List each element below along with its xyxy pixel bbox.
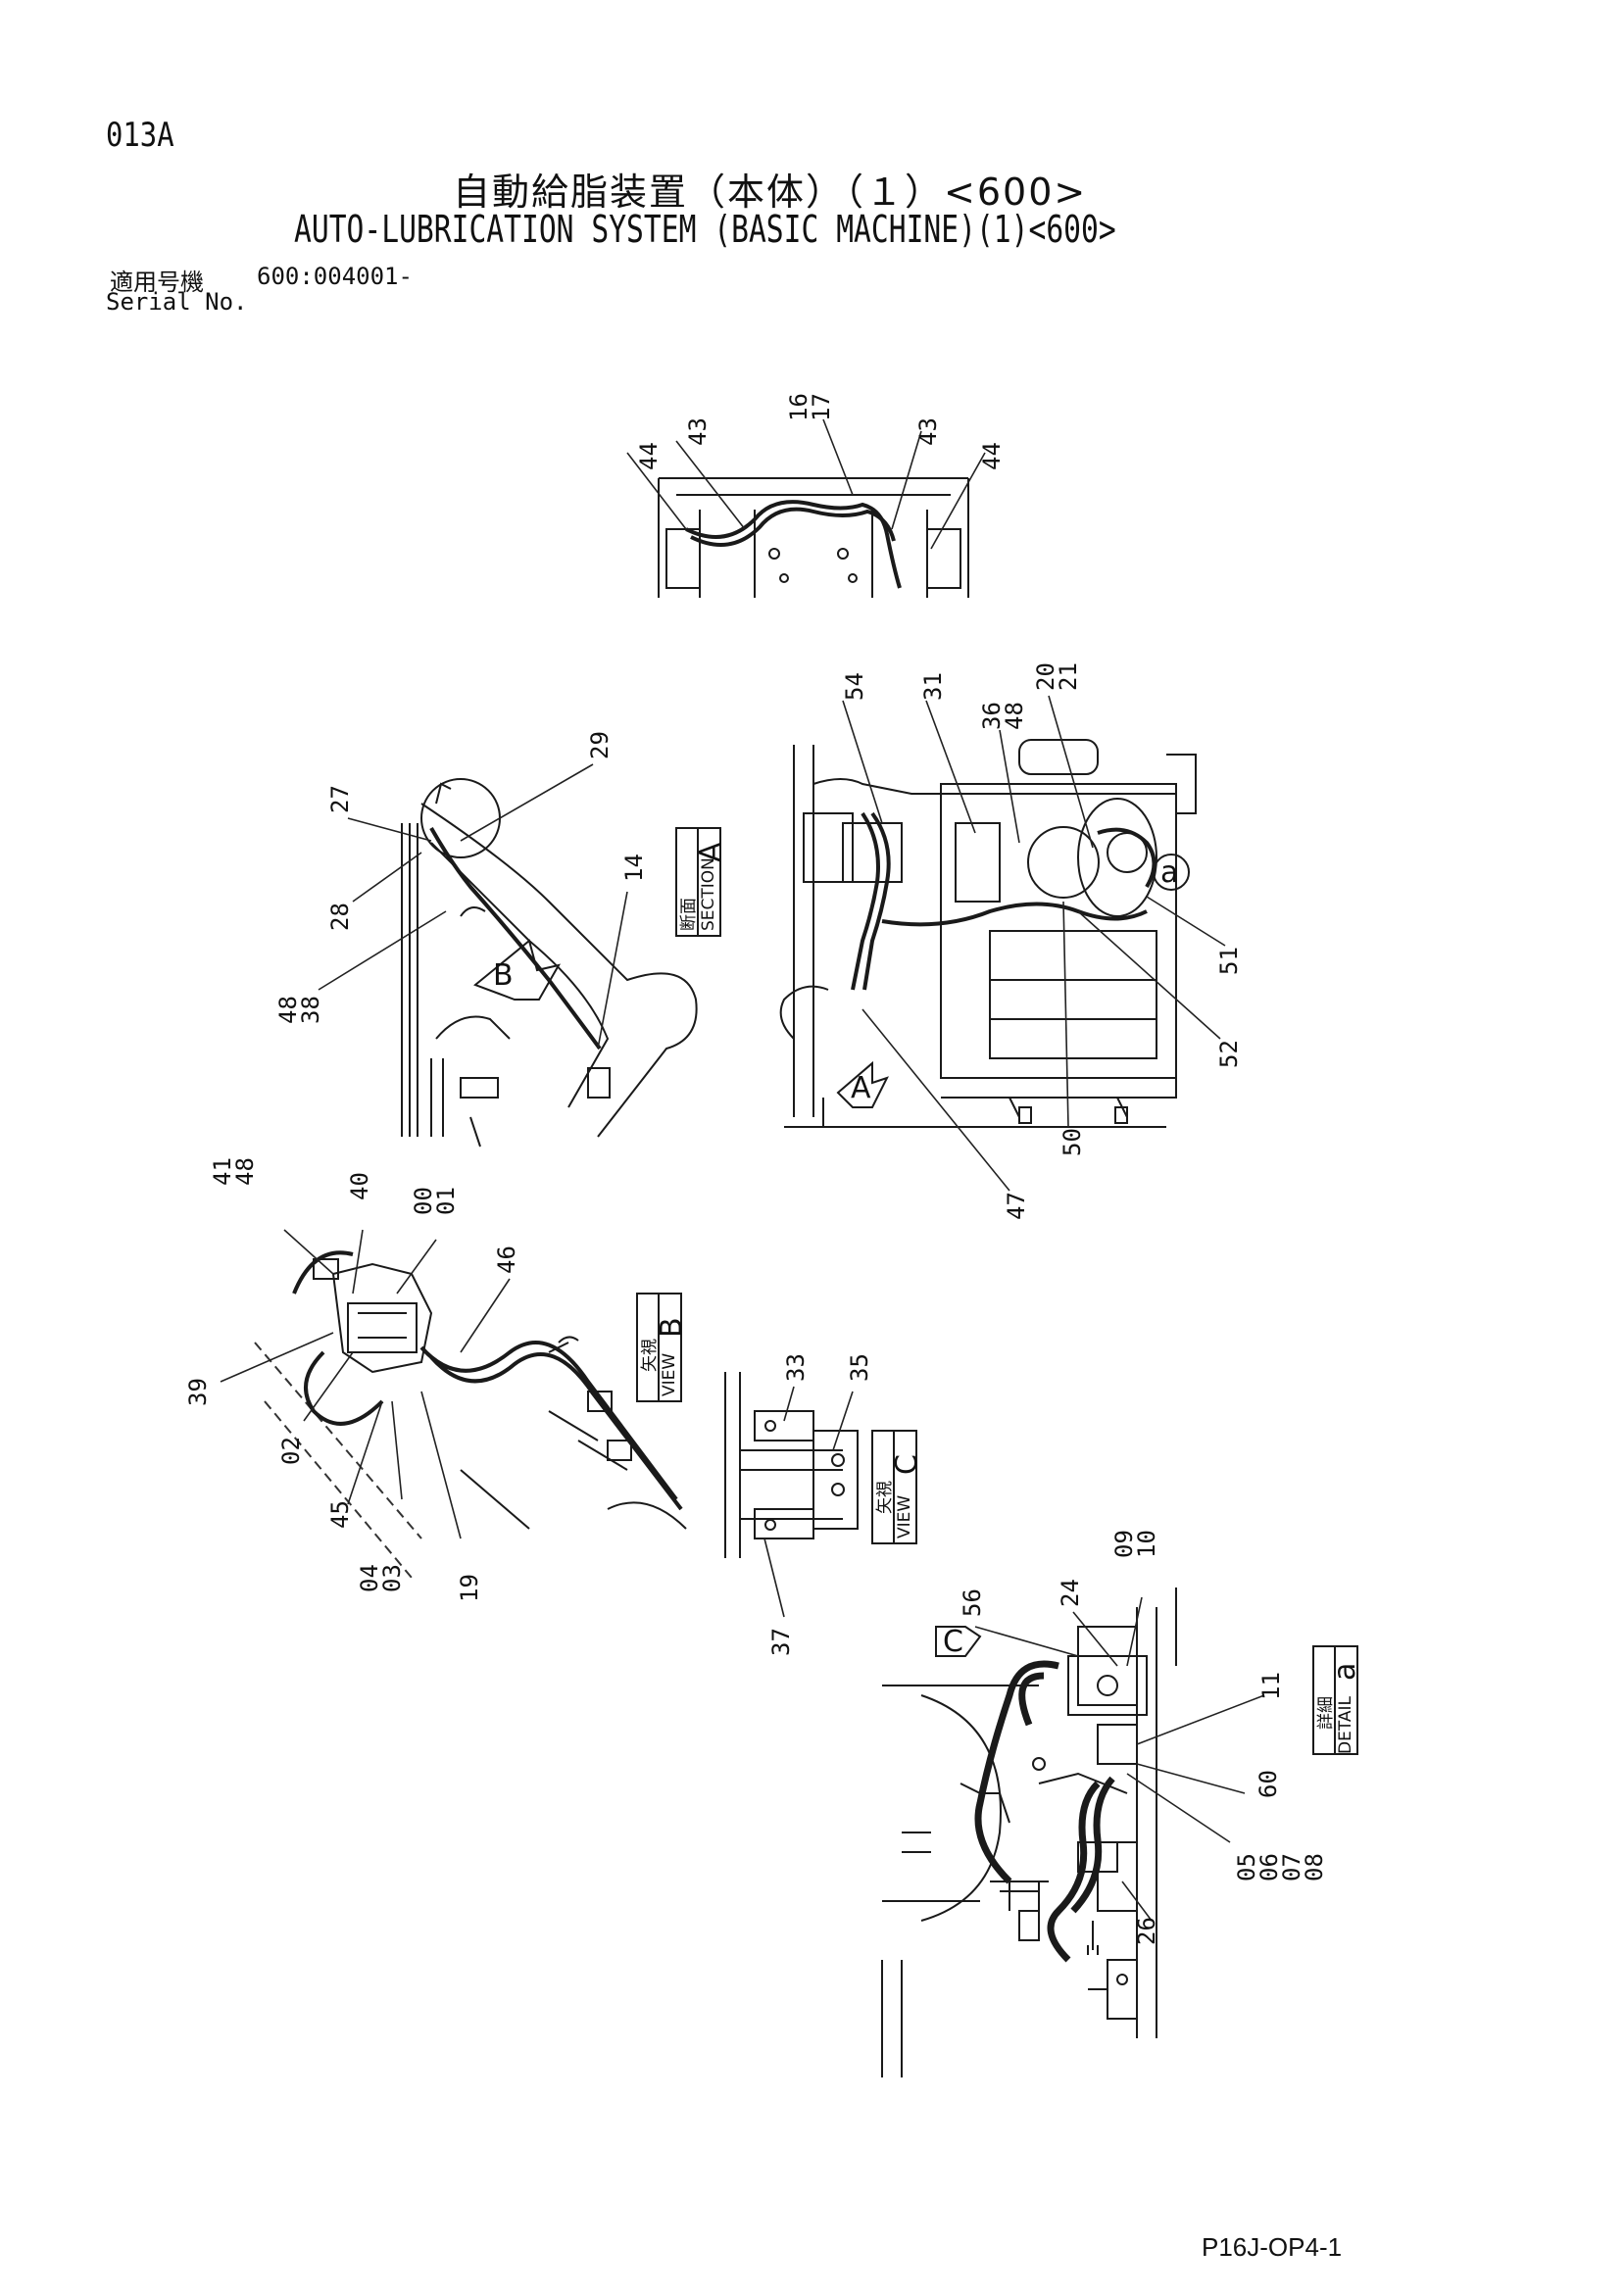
svg-text:断面: 断面 bbox=[679, 898, 699, 931]
callout-38: 38 bbox=[297, 996, 324, 1024]
detail-a-drawing bbox=[881, 1588, 1177, 2077]
view-c-leaders bbox=[763, 1386, 854, 1618]
svg-text:矢視: 矢視 bbox=[640, 1339, 660, 1372]
callout-56: 56 bbox=[959, 1588, 986, 1617]
callout-29: 29 bbox=[586, 731, 614, 759]
callout-48-section: 48 bbox=[274, 996, 302, 1024]
svg-text:矢視: 矢視 bbox=[875, 1481, 895, 1514]
callout-01: 01 bbox=[432, 1187, 460, 1215]
callout-47: 47 bbox=[1003, 1192, 1030, 1220]
page-reference: P16J-OP4-1 bbox=[1202, 2232, 1343, 2262]
callout-48-viewb: 48 bbox=[231, 1157, 259, 1186]
callout-10: 10 bbox=[1133, 1530, 1160, 1558]
top-view-drawing bbox=[658, 477, 969, 598]
callout-45: 45 bbox=[326, 1500, 354, 1529]
view-c-label: 矢視 VIEW C bbox=[871, 1430, 924, 1544]
callout-39: 39 bbox=[184, 1378, 212, 1406]
svg-text:A: A bbox=[851, 1071, 871, 1105]
view-b-drawing bbox=[254, 1250, 687, 1579]
detail-a-label: 詳細 DETAIL a bbox=[1312, 1645, 1362, 1755]
callout-28: 28 bbox=[326, 903, 354, 931]
callout-33: 33 bbox=[782, 1353, 810, 1382]
callout-00: 00 bbox=[410, 1187, 437, 1215]
callout-17: 17 bbox=[808, 393, 835, 421]
view-b-leaders bbox=[220, 1229, 511, 1539]
callout-36: 36 bbox=[978, 702, 1006, 730]
callout-50: 50 bbox=[1058, 1128, 1086, 1156]
callout-19: 19 bbox=[456, 1574, 483, 1602]
view-c-drawing bbox=[724, 1372, 859, 1558]
callout-35: 35 bbox=[846, 1353, 873, 1382]
callout-04: 04 bbox=[356, 1564, 383, 1592]
arrow-a-marker: A bbox=[836, 1060, 889, 1108]
callout-54: 54 bbox=[841, 672, 868, 701]
callout-08: 08 bbox=[1301, 1853, 1328, 1881]
section-a-drawing bbox=[401, 778, 698, 1148]
title-japanese: 自動給脂装置（本体）（１）<600> bbox=[453, 171, 1088, 214]
main-view-leaders bbox=[842, 695, 1226, 1192]
svg-text:C: C bbox=[890, 1454, 924, 1475]
top-view-leaders bbox=[626, 418, 986, 550]
svg-text:a: a bbox=[1328, 1663, 1362, 1681]
svg-text:B: B bbox=[493, 958, 514, 993]
callout-43: 43 bbox=[684, 417, 712, 446]
section-a-leaders bbox=[318, 763, 628, 1050]
callout-14: 14 bbox=[620, 854, 648, 882]
detail-circle-marker: a bbox=[1153, 854, 1190, 891]
callout-43b: 43 bbox=[914, 417, 942, 446]
svg-text:A: A bbox=[694, 842, 728, 862]
callout-44b: 44 bbox=[978, 442, 1006, 470]
callout-37: 37 bbox=[767, 1628, 795, 1656]
arrow-b-marker: B bbox=[473, 939, 561, 1001]
svg-text:C: C bbox=[943, 1625, 963, 1659]
callout-31: 31 bbox=[919, 672, 947, 701]
main-view-drawing bbox=[779, 739, 1197, 1128]
svg-text:詳細: 詳細 bbox=[1316, 1696, 1336, 1730]
callout-09: 09 bbox=[1110, 1530, 1138, 1558]
callout-03: 03 bbox=[378, 1564, 406, 1592]
callout-40: 40 bbox=[346, 1172, 373, 1200]
callout-44: 44 bbox=[635, 442, 663, 470]
callout-41: 41 bbox=[209, 1157, 236, 1186]
section-a-label: 断面 SECTION A bbox=[675, 827, 728, 937]
callout-16: 16 bbox=[785, 393, 812, 421]
arrow-c-marker: C bbox=[935, 1625, 982, 1659]
title-english: AUTO-LUBRICATION SYSTEM (BASIC MACHINE)(… bbox=[294, 208, 1116, 251]
svg-text:SECTION: SECTION bbox=[699, 857, 718, 931]
callout-26: 26 bbox=[1133, 1917, 1160, 1945]
svg-text:DETAIL: DETAIL bbox=[1336, 1695, 1355, 1754]
callout-60: 60 bbox=[1255, 1770, 1282, 1798]
serial-label-japanese: 適用号機 bbox=[110, 269, 204, 296]
callout-20: 20 bbox=[1032, 662, 1059, 691]
serial-label-english: Serial No. bbox=[106, 288, 248, 316]
callout-27: 27 bbox=[326, 785, 354, 813]
callout-02: 02 bbox=[277, 1437, 305, 1465]
serial-number-value: 600:004001- bbox=[257, 263, 413, 290]
svg-text:VIEW: VIEW bbox=[895, 1495, 914, 1539]
callout-06: 06 bbox=[1255, 1853, 1283, 1881]
callout-21: 21 bbox=[1055, 662, 1082, 691]
page-code: 013A bbox=[106, 116, 174, 155]
callout-51: 51 bbox=[1215, 947, 1243, 975]
svg-text:a: a bbox=[1160, 855, 1178, 890]
detail-a-leaders bbox=[974, 1596, 1265, 1922]
callout-46: 46 bbox=[493, 1246, 520, 1274]
callout-52: 52 bbox=[1215, 1040, 1243, 1068]
callout-07: 07 bbox=[1278, 1853, 1305, 1881]
callout-24: 24 bbox=[1057, 1579, 1084, 1607]
svg-text:VIEW: VIEW bbox=[660, 1353, 679, 1396]
callout-05: 05 bbox=[1233, 1853, 1260, 1881]
callout-48-main: 48 bbox=[1001, 702, 1028, 730]
view-b-label: 矢視 VIEW B bbox=[636, 1293, 689, 1402]
svg-text:B: B bbox=[655, 1317, 689, 1338]
callout-11: 11 bbox=[1257, 1672, 1285, 1700]
